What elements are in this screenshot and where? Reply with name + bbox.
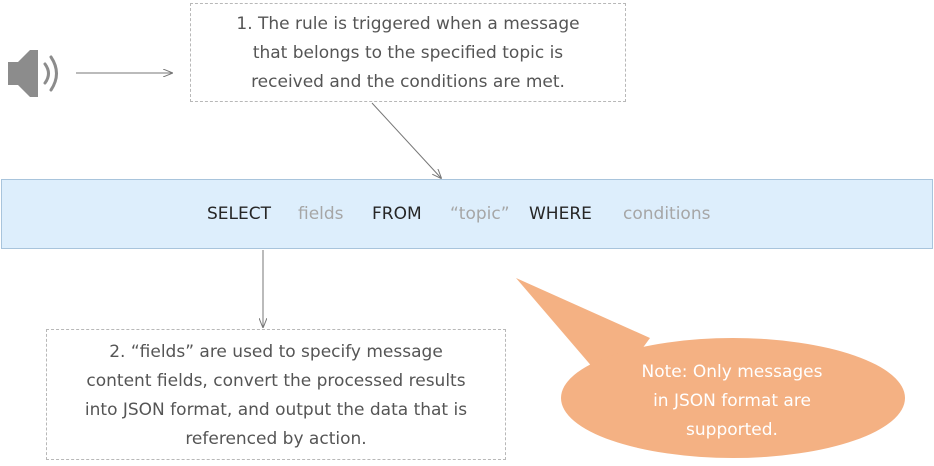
trigger-note-line: 1. The rule is triggered when a message xyxy=(236,14,580,34)
sql-from-keyword: FROM xyxy=(372,204,422,224)
fields-note-line: content fields, convert the processed re… xyxy=(86,371,466,391)
json-note-callout xyxy=(516,278,905,458)
fields-note: 2. “fields” are used to specify message … xyxy=(46,329,506,460)
sql-select-keyword: SELECT xyxy=(207,204,271,224)
json-note-line: Note: Only messages xyxy=(641,362,823,382)
sql-statement-bar: SELECT fields FROM “topic” WHERE conditi… xyxy=(1,179,933,249)
sql-topic-placeholder: “topic” xyxy=(450,204,510,224)
sql-fields-placeholder: fields xyxy=(298,204,344,224)
note-to-sql-arrow xyxy=(371,102,441,178)
speaker-icon xyxy=(8,50,58,97)
sql-conditions-placeholder: conditions xyxy=(623,204,711,224)
trigger-note-line: that belongs to the specified topic is xyxy=(252,43,564,63)
sql-where-keyword: WHERE xyxy=(529,204,592,224)
json-note-line: in JSON format are xyxy=(653,391,811,411)
fields-note-line: 2. “fields” are used to specify message xyxy=(109,342,443,362)
json-note-line: supported. xyxy=(686,420,778,440)
trigger-note: 1. The rule is triggered when a message … xyxy=(190,3,626,102)
fields-note-line: into JSON format, and output the data th… xyxy=(84,400,468,420)
trigger-note-line: received and the conditions are met. xyxy=(251,72,565,92)
json-note-text: Note: Only messages in JSON format are s… xyxy=(612,358,852,445)
fields-note-line: referenced by action. xyxy=(185,429,367,449)
